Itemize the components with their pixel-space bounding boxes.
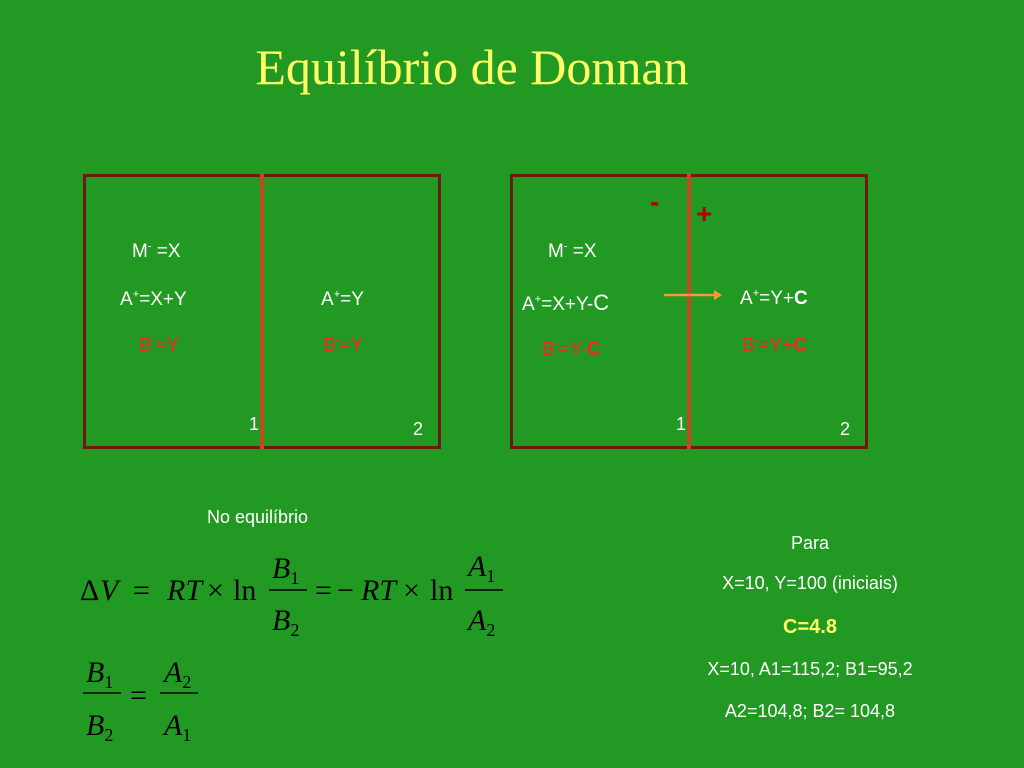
eq1-times2: × <box>403 574 420 607</box>
eq2-a2: A2 <box>162 656 191 692</box>
eq1-a2: A2 <box>466 604 495 640</box>
right-c2-b-label: B-=Y+C <box>742 334 807 356</box>
eq1-b2: B2 <box>272 604 299 640</box>
ratio-equation: B1 B2 = A2 A1 <box>83 656 198 745</box>
left-c2-a-label: A+=Y <box>321 288 364 310</box>
left-c1-number: 1 <box>249 414 260 434</box>
eq1-rt: RT <box>166 574 204 607</box>
right-c2-a-label: A+=Y+C <box>740 287 808 309</box>
transfer-arrow <box>664 290 722 300</box>
minus-charge: - <box>650 186 660 217</box>
right-c1-a-label: A+=X+Y-C <box>522 290 610 315</box>
results-line1: X=10, A1=115,2; B1=95,2 <box>707 659 913 679</box>
right-c1-b-label: B-=Y-C <box>542 338 601 360</box>
eq2-equals: = <box>130 679 147 712</box>
results-initial: X=10, Y=100 (iniciais) <box>722 573 898 593</box>
eq2-a1: A1 <box>162 709 191 745</box>
results-c-value: C=4.8 <box>783 616 837 638</box>
results-para: Para <box>790 533 830 553</box>
eq1-rt2: RT <box>360 574 398 607</box>
equilibrium-label: No equilíbrio <box>207 507 309 527</box>
right-membrane-divider <box>687 174 691 449</box>
left-c1-a-label: A+=X+Y <box>120 288 187 310</box>
eq1-delta: Δ <box>80 574 99 607</box>
results-line2: A2=104,8; B2= 104,8 <box>724 701 896 721</box>
eq1-v: V <box>100 574 122 607</box>
eq1-b1: B1 <box>272 552 299 588</box>
left-c1-b-label: B-=Y <box>139 334 180 356</box>
right-c1-m-label: M- =X <box>548 240 597 262</box>
left-membrane-divider <box>260 174 264 449</box>
eq2-b1: B1 <box>86 656 113 692</box>
eq1-ln: ln <box>233 574 256 607</box>
right-c2-number: 2 <box>840 419 851 439</box>
eq1-times: × <box>207 574 224 607</box>
left-c2-number: 2 <box>413 419 424 439</box>
right-c1-number: 1 <box>676 414 687 434</box>
eq1-equals2: = <box>315 574 332 607</box>
page-title: Equilíbrio de Donnan <box>255 39 689 95</box>
nernst-equation: Δ V = RT × ln B1 B2 = − RT × ln A1 A2 <box>80 550 503 640</box>
left-c1-m-label: M- =X <box>132 240 181 262</box>
left-c2-b-label: B-=Y <box>323 334 364 356</box>
eq1-ln2: ln <box>430 574 453 607</box>
plus-charge: + <box>696 198 713 229</box>
eq1-equals: = <box>133 574 150 607</box>
eq1-neg: − <box>337 574 354 607</box>
eq2-b2: B2 <box>86 709 113 745</box>
eq1-a1: A1 <box>466 550 495 586</box>
